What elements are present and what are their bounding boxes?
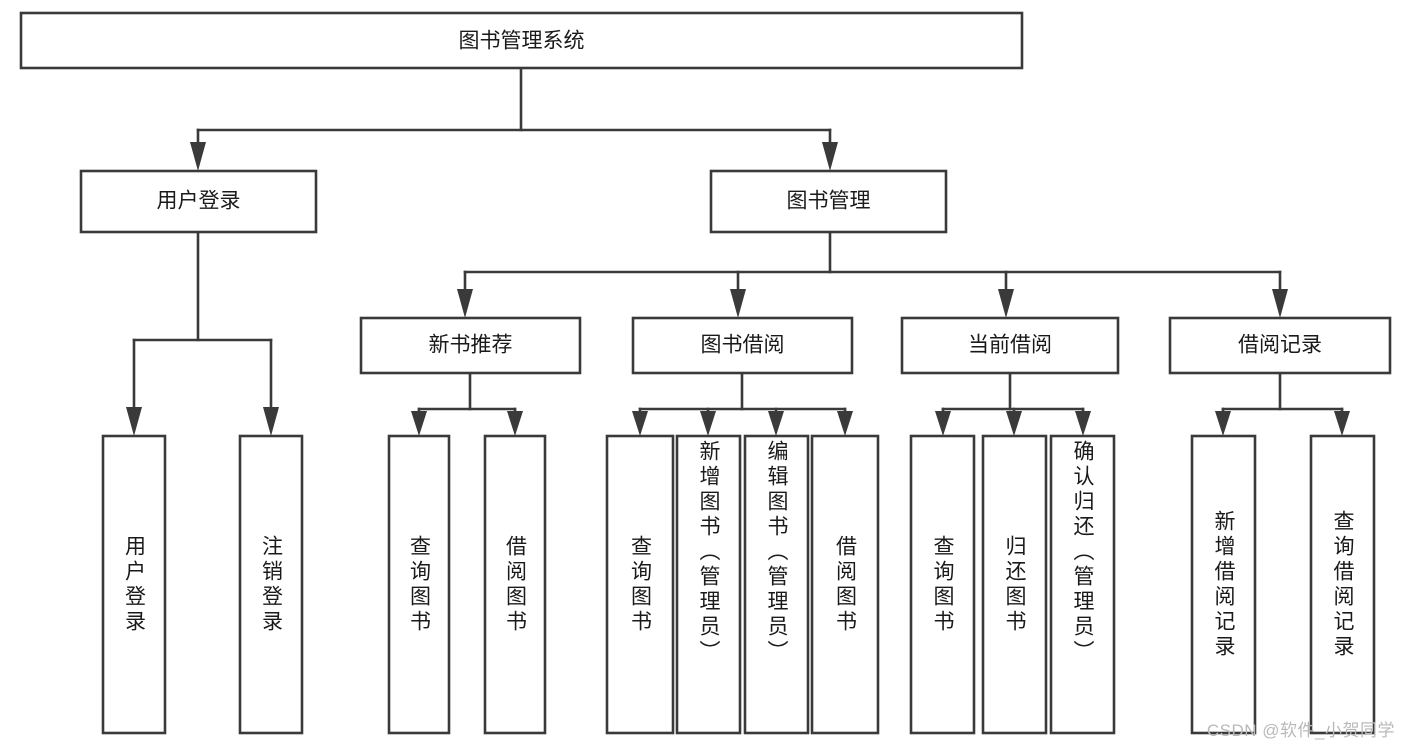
arrowhead-leaf-return-book: [1006, 411, 1022, 436]
arrowhead-leaf-user-logout: [263, 407, 279, 436]
connector-group-user-login: [126, 230, 279, 436]
node-current-borrow-label: 当前借阅: [968, 334, 1052, 357]
node-root-box[interactable]: [19, 11, 1024, 70]
arrowhead-user-login: [190, 142, 206, 171]
node-current-borrow-box[interactable]: [900, 316, 1120, 375]
arrowhead-new-book-recommend: [457, 289, 473, 318]
arrowhead-leaf-query-borrow-record: [1334, 411, 1350, 436]
arrowhead-current-borrow: [998, 289, 1014, 318]
node-book-manage-box[interactable]: [709, 169, 948, 234]
leaf-box-query-book-2[interactable]: [605, 434, 675, 735]
node-book-manage-label: 图书管理: [787, 190, 871, 213]
node-borrow-record-box[interactable]: [1168, 316, 1392, 375]
node-root-label: 图书管理系统: [459, 30, 585, 53]
arrowhead-leaf-borrow-book-1: [507, 411, 523, 436]
arrowhead-leaf-query-book-3: [935, 411, 951, 436]
arrowhead-leaf-add-book: [700, 411, 716, 436]
connector-group-current-borrow: [935, 371, 1091, 436]
node-book-manage[interactable]: 图书管理: [709, 169, 948, 234]
node-user-login-box[interactable]: [79, 169, 318, 234]
node-borrow-record-label: 借阅记录: [1238, 334, 1322, 357]
leaf-boxes: [101, 434, 1376, 735]
connector-group-root: [190, 66, 838, 171]
node-borrow-record[interactable]: 借阅记录: [1168, 316, 1392, 375]
arrowhead-leaf-edit-book: [768, 411, 784, 436]
node-user-login[interactable]: 用户登录: [79, 169, 318, 234]
leaf-box-query-book-1[interactable]: [387, 434, 451, 735]
arrowhead-leaf-confirm-return: [1075, 411, 1091, 436]
node-book-borrow[interactable]: 图书借阅: [631, 316, 854, 375]
node-user-login-label: 用户登录: [157, 190, 241, 213]
leaf-box-user-login[interactable]: [101, 434, 167, 735]
node-new-book-recommend-box[interactable]: [359, 316, 582, 375]
node-book-borrow-label: 图书借阅: [701, 334, 785, 357]
leaf-box-query-borrow-record[interactable]: [1309, 434, 1376, 735]
node-new-book-recommend-label: 新书推荐: [429, 334, 513, 357]
arrowhead-leaf-query-book-1: [411, 411, 427, 436]
connector-group-new-book-recommend: [411, 371, 523, 436]
leaf-box-add-borrow-record[interactable]: [1190, 434, 1257, 735]
leaf-box-query-book-3[interactable]: [909, 434, 976, 735]
arrowhead-book-borrow: [730, 289, 746, 318]
leaf-box-borrow-book-1[interactable]: [483, 434, 547, 735]
connector-group-borrow-record: [1215, 371, 1350, 436]
arrowhead-leaf-add-borrow-record: [1215, 411, 1231, 436]
leaf-box-confirm-return[interactable]: [1049, 434, 1116, 735]
arrowhead-leaf-borrow-book-2: [837, 411, 853, 436]
arrowhead-borrow-record: [1272, 289, 1288, 318]
node-root[interactable]: 图书管理系统: [19, 11, 1024, 70]
arrowhead-leaf-user-login: [126, 407, 142, 436]
connector-group-book-borrow: [632, 371, 853, 436]
leaf-box-edit-book[interactable]: [743, 434, 810, 735]
arrowhead-leaf-query-book-2: [632, 411, 648, 436]
leaf-box-user-logout[interactable]: [238, 434, 304, 735]
node-book-borrow-box[interactable]: [631, 316, 854, 375]
csdn-watermark: CSDN @软件_小贺同学: [1206, 721, 1395, 740]
leaf-box-return-book[interactable]: [981, 434, 1048, 735]
leaf-box-add-book[interactable]: [675, 434, 742, 735]
node-new-book-recommend[interactable]: 新书推荐: [359, 316, 582, 375]
arrowhead-book-manage: [822, 142, 838, 171]
leaf-box-borrow-book-2[interactable]: [810, 434, 880, 735]
connector-group-book-manage: [457, 230, 1288, 318]
node-current-borrow[interactable]: 当前借阅: [900, 316, 1120, 375]
